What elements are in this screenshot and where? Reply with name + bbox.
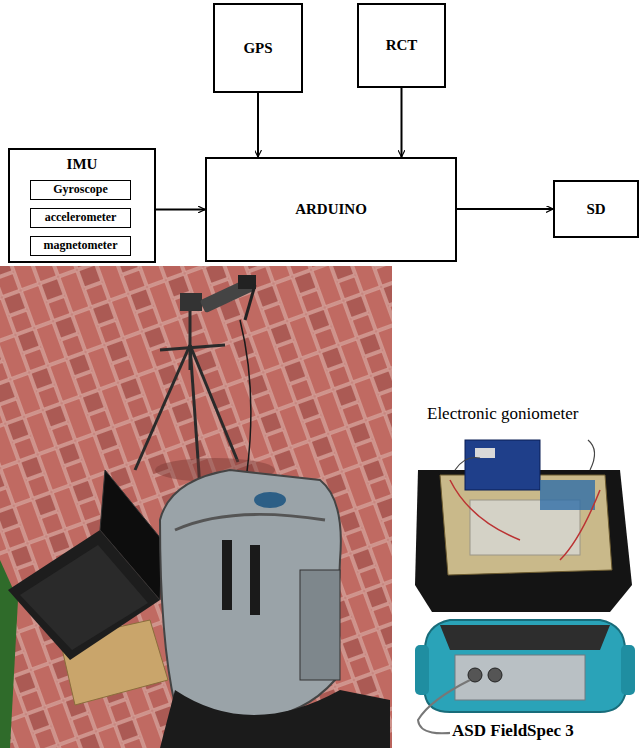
box-label: ARDUINO (295, 201, 367, 218)
component-box: ARDUINO (205, 157, 457, 262)
signal-arrow (457, 208, 553, 210)
field-photo (0, 266, 392, 748)
sensor-box: magnetometer (30, 236, 131, 256)
module-heading: IMU (10, 156, 154, 173)
box-label: GPS (243, 40, 272, 57)
box-label: SD (586, 201, 605, 218)
component-box: RCT (357, 3, 446, 88)
signal-arrow (401, 88, 403, 157)
module-box: IMU Gyroscope accelerometer magnetometer (8, 148, 156, 263)
box-label: accelerometer (45, 211, 117, 224)
component-box: GPS (213, 3, 303, 93)
box-label: RCT (386, 37, 418, 54)
goniometer-photo (415, 440, 632, 612)
sensor-box: Gyroscope (30, 180, 131, 200)
box-label: magnetometer (44, 239, 118, 252)
component-box: SD (553, 180, 639, 238)
box-label: Gyroscope (53, 183, 107, 196)
photo-caption: ASD FieldSpec 3 (450, 721, 576, 741)
fieldspec-photo (415, 620, 635, 733)
signal-arrow (156, 209, 205, 211)
sensor-box: accelerometer (30, 208, 131, 228)
signal-arrow (257, 93, 259, 157)
photo-caption: Electronic goniometer (425, 404, 581, 424)
